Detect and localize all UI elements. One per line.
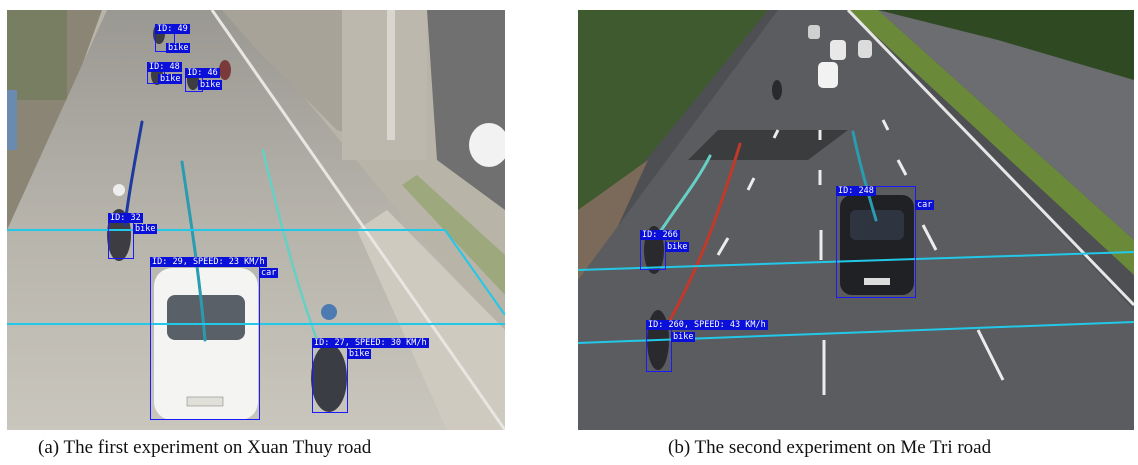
panel-me-tri: ID: 248 car ID: 266 bike ID: 260, SPEED:… <box>578 10 1134 430</box>
detection-id-label: ID: 248 <box>836 186 876 196</box>
car-windshield <box>167 295 245 340</box>
detection-box-27: ID: 27, SPEED: 30 KM/h bike <box>312 338 429 413</box>
detection-class-label: bike <box>665 242 690 252</box>
distant-car <box>858 40 872 58</box>
license-plate <box>186 396 224 407</box>
detection-id-label: ID: 260, SPEED: 43 KM/h <box>646 320 768 330</box>
distant-car <box>830 40 846 60</box>
median-grass <box>848 10 1134 275</box>
overpass-pillar <box>342 10 427 160</box>
license-plate <box>864 278 890 285</box>
pillar-pipe <box>387 10 395 140</box>
rider-helmet <box>321 304 337 320</box>
distant-car <box>808 25 820 39</box>
lane-dashes <box>716 119 1005 395</box>
detection-class-label: bike <box>158 74 183 84</box>
track-trail-266 <box>658 154 712 234</box>
detection-id-label: ID: 27, SPEED: 30 KM/h <box>312 338 429 348</box>
road-scene-a <box>7 10 505 430</box>
speed-line-upper <box>578 251 1134 271</box>
detection-id-label: ID: 32 <box>108 213 143 223</box>
detection-class-label: bike <box>133 224 158 234</box>
distant-car <box>818 62 838 88</box>
motorbike-rider <box>219 60 231 80</box>
caption-panel-a: (a) The first experiment on Xuan Thuy ro… <box>38 437 372 458</box>
detection-box-266: ID: 266 bike <box>640 230 690 270</box>
lane-edge-line <box>210 10 505 430</box>
right-trees <box>878 10 1134 80</box>
caption-panel-b: (b) The second experiment on Me Tri road <box>668 437 992 458</box>
panel-xuan-thuy: ID: 49 bike ID: 48 bike ID: 46 bike ID: … <box>7 10 505 430</box>
detection-id-label: ID: 266 <box>640 230 680 240</box>
detection-class-label: bike <box>347 349 372 359</box>
road-edge-line <box>846 10 1134 307</box>
track-trail-260 <box>668 142 742 322</box>
dark-patch <box>688 130 848 160</box>
blue-sign <box>7 90 17 150</box>
detection-box-48: ID: 48 bike <box>147 62 183 84</box>
detection-box-248: ID: 248 car <box>836 186 935 298</box>
right-road <box>878 10 1134 240</box>
rider-helmet <box>113 184 125 196</box>
track-trail-248 <box>851 130 878 222</box>
detection-box-49: ID: 49 bike <box>155 24 191 53</box>
detection-box-46: ID: 46 bike <box>185 68 223 92</box>
detection-id-label: ID: 48 <box>147 62 182 72</box>
track-trail-27 <box>261 148 319 342</box>
detection-class-label: bike <box>198 80 223 90</box>
detection-box-32: ID: 32 bike <box>108 213 158 259</box>
detection-class-label: car <box>259 268 279 278</box>
detection-class-label: bike <box>166 43 191 53</box>
detection-id-label: ID: 46 <box>185 68 220 78</box>
detection-class-label: car <box>915 200 935 210</box>
detection-box-29: ID: 29, SPEED: 23 KM/h car <box>150 257 279 420</box>
tree-foliage <box>7 10 67 100</box>
white-car-right <box>469 123 505 167</box>
track-trail-29 <box>180 160 207 342</box>
detection-box-260: ID: 260, SPEED: 43 KM/h bike <box>646 320 768 372</box>
distant-motorbike <box>772 80 782 100</box>
grass-strip <box>402 175 505 295</box>
detection-id-label: ID: 29, SPEED: 23 KM/h <box>150 257 267 267</box>
detection-id-label: ID: 49 <box>155 24 190 34</box>
speed-line-lower <box>578 321 1134 344</box>
detection-class-label: bike <box>671 332 696 342</box>
motorbike-rider-27 <box>311 344 347 412</box>
suv-windshield <box>850 210 904 240</box>
